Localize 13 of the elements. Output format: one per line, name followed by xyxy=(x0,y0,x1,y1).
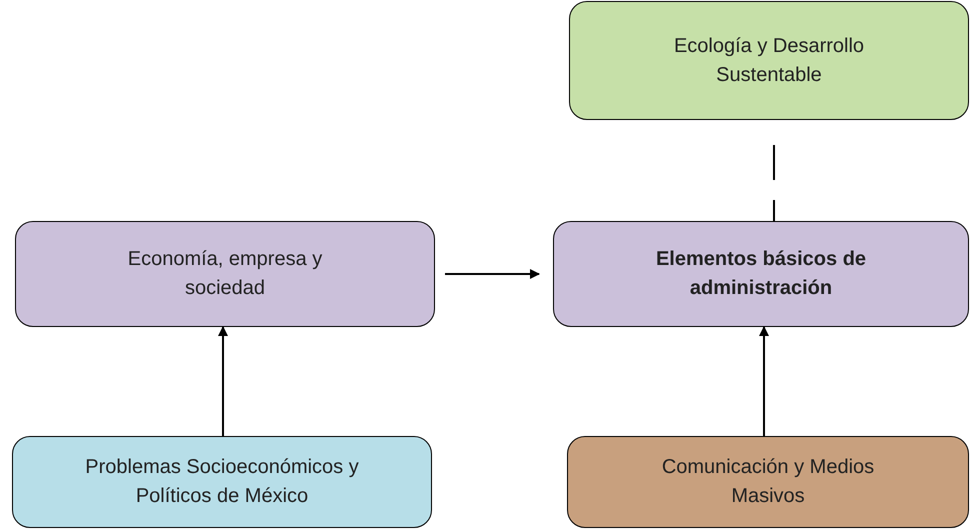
arrow xyxy=(218,326,228,436)
rounded-box xyxy=(15,221,435,327)
rounded-box xyxy=(12,436,432,528)
box-text: Economía, empresa y sociedad xyxy=(126,247,324,301)
box-text: Comunicación y Medios Masivos xyxy=(660,455,876,509)
box-text: Elementos básicos de administración xyxy=(654,247,868,301)
box-text: Problemas Socioeconómicos y Políticos de México xyxy=(84,455,360,509)
rounded-box xyxy=(569,1,969,120)
box-text: Ecología y Desarrollo Sustentable xyxy=(672,34,866,88)
arrow xyxy=(759,326,769,436)
rounded-box xyxy=(553,221,969,327)
rounded-box xyxy=(567,436,969,528)
arrow xyxy=(445,269,540,279)
